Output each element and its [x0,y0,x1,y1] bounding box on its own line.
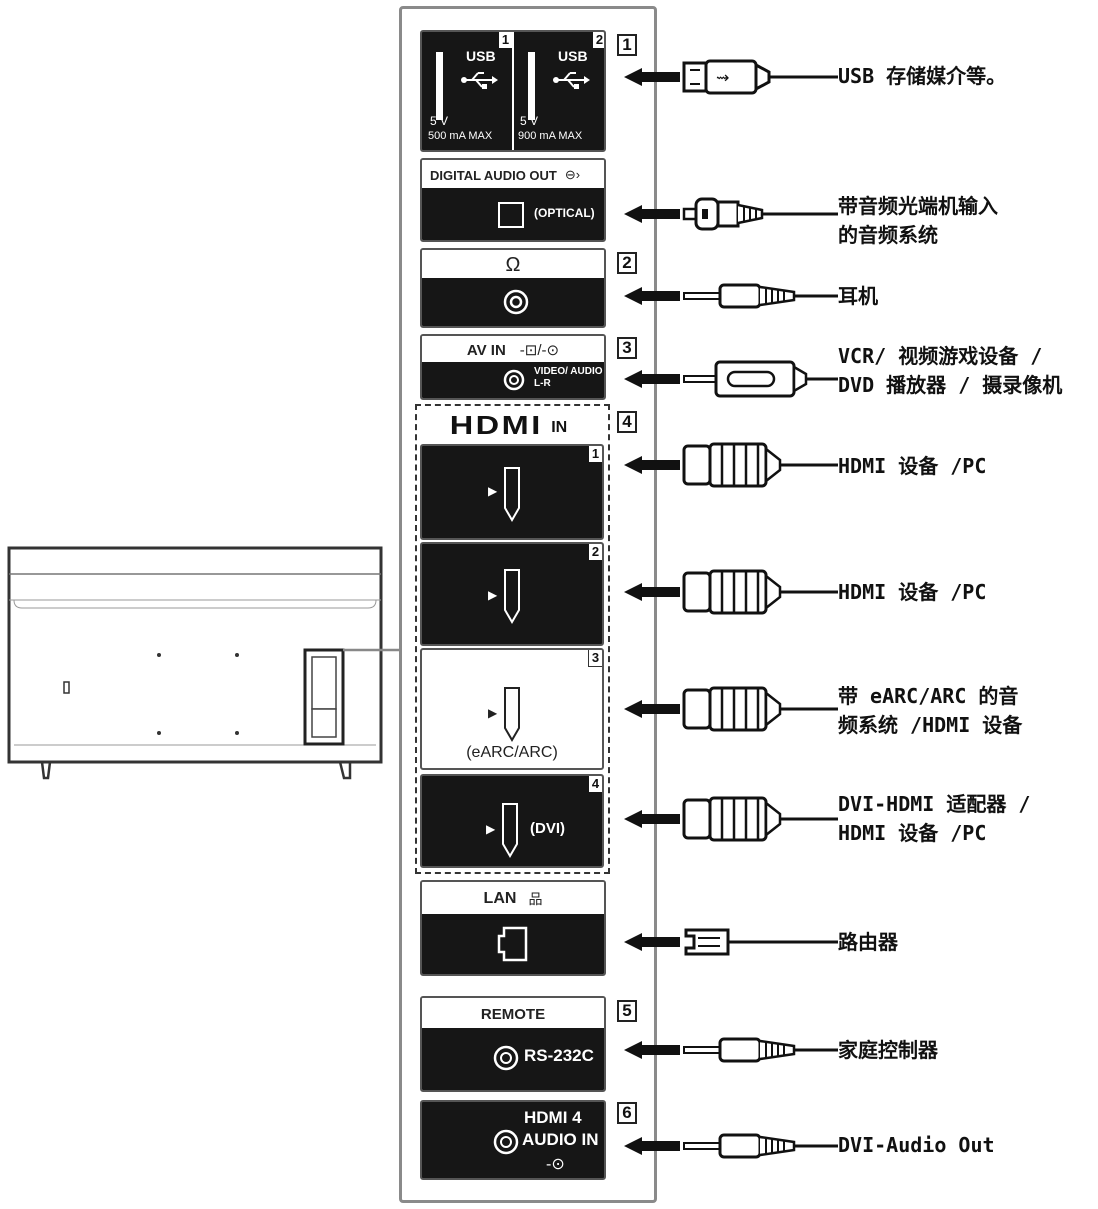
rs232c-jack[interactable] [492,1044,520,1072]
hdmi-audio-line1: HDMI 4 [524,1108,582,1127]
digital-audio-out-panel: DIGITAL AUDIO OUT ⊖› (OPTICAL) [420,158,606,242]
hdmi-2-number: 2 [589,544,602,560]
play-triangle-icon: ▶ [486,822,496,836]
audio-in-cable [624,1133,838,1159]
av-in-panel: AV IN -⊡/-⊙ VIDEO/ AUDIO L-R [420,334,606,400]
optical-port[interactable] [498,202,524,228]
digital-audio-title: DIGITAL AUDIO OUT [430,167,557,183]
hdmi-3-note: (eARC/ARC) [466,744,558,761]
hdmi-1-number: 1 [589,446,602,462]
hdmi-cable-2 [624,569,838,615]
usb-slot [436,52,443,120]
usb-2-number: 2 [593,32,604,48]
av-in-title: AV IN [466,341,506,359]
usb-1-icon [461,72,498,89]
section-number-3: 3 [617,337,637,359]
usb-port-2[interactable]: USB 5 V 900 mA MAX [514,32,604,150]
headphone-panel: Ω [420,248,606,328]
headphone-icon: Ω [422,250,604,280]
section-number-2: 2 [617,252,637,274]
rs232c-cable [624,1037,838,1063]
hdmi-group-dashed-border [415,404,610,874]
lan-panel: LAN 品 [420,880,606,976]
lan-title: LAN [483,890,517,907]
hdmi-cable-3 [624,686,838,732]
usb-port-1[interactable]: USB 5 V 500 mA MAX [422,32,512,150]
label-audio-in: DVI-Audio Out [838,1133,995,1157]
lan-socket[interactable] [496,924,534,964]
av-cable [624,360,838,398]
av-in-label: VIDEO/ AUDIO L-R [534,366,603,389]
hdmi-socket-icon [504,569,520,624]
hdmi-port-3[interactable]: 3 ▶ (eARC/ARC) [420,648,604,770]
input-icon: -⊡/-⊙ [519,342,560,359]
rs232c-label: RS-232C [524,1046,594,1065]
section-number-5: 5 [617,1000,637,1022]
hdmi-audio-in-panel: HDMI 4 AUDIO IN -⊙ [420,1100,606,1180]
cable-connectors: ⇝ [624,59,838,1159]
hdmi-logo: HDMI [449,409,543,440]
usb-divider [512,32,514,150]
lan-cable [624,928,838,956]
label-headphone: 耳机 [838,284,878,308]
label-lan: 路由器 [838,930,898,954]
label-usb: USB 存储媒介等。 [838,64,1007,88]
optical-cable [624,197,838,231]
hdmi-port-1[interactable]: 1 ▶ [420,444,604,540]
usb-cable: ⇝ [624,59,838,95]
section-number-4: 4 [617,411,637,433]
optical-label: (OPTICAL) [534,206,595,220]
usb-panel: USB 5 V 500 mA MAX 1 USB 5 V 900 mA MAX … [420,30,606,152]
label-hdmi-2: HDMI 设备 /PC [838,580,987,604]
hdmi-socket-icon [504,687,520,742]
headphone-cable [624,283,838,309]
output-arrow-icon: ⊖› [564,167,581,182]
remote-panel: REMOTE RS-232C [420,996,606,1092]
hdmi-socket-icon [504,467,520,522]
network-icon: 品 [528,891,543,907]
hdmi-header: HDMI IN [420,408,606,442]
hdmi-in-label: IN [551,419,568,436]
hdmi-cable-1 [624,442,838,488]
label-hdmi-1: HDMI 设备 /PC [838,454,987,478]
label-av: VCR/ 视频游戏设备 /DVD 播放器 / 摄录像机 [838,344,1063,397]
hdmi-cable-4 [624,796,838,842]
label-hdmi-3: 带 eARC/ARC 的音频系统 /HDMI 设备 [838,684,1023,737]
usb-2-current: 900 mA MAX [518,130,583,142]
play-triangle-icon: ▶ [488,484,498,498]
hdmi-port-4[interactable]: 4 ▶ (DVI) [420,774,604,868]
hdmi-socket-icon [502,803,518,858]
tv-rear-illustration [7,546,400,780]
usb-1-number: 1 [499,32,512,48]
label-remote: 家庭控制器 [838,1038,938,1062]
input-icon: -⊙ [546,1156,565,1173]
usb-2-voltage: 5 V [520,114,539,128]
svg-text:⇝: ⇝ [716,68,729,87]
hdmi-audio-line2: AUDIO IN [522,1130,599,1149]
usb-2-title: USB [558,48,588,64]
play-triangle-icon: ▶ [488,706,498,720]
hdmi-4-number: 4 [589,776,602,792]
usb-slot [528,52,535,120]
label-hdmi-4: DVI-HDMI 适配器 /HDMI 设备 /PC [838,792,1031,845]
remote-title: REMOTE [422,998,604,1030]
usb-1-title: USB [466,48,496,64]
av-in-jack[interactable] [502,368,526,392]
usb-1-current: 500 mA MAX [428,130,493,142]
section-number-6: 6 [617,1102,637,1124]
label-optical: 带音频光端机输入的音频系统 [838,194,998,247]
usb-1-voltage: 5 V [430,114,449,128]
hdmi-audio-jack[interactable] [492,1128,520,1156]
section-number-1: 1 [617,34,637,56]
usb-2-icon [553,72,590,89]
hdmi-3-number: 3 [588,650,602,667]
headphone-jack[interactable] [502,288,530,316]
play-triangle-icon: ▶ [488,588,498,602]
hdmi-port-2[interactable]: 2 ▶ [420,542,604,646]
hdmi-4-note: (DVI) [530,820,565,837]
